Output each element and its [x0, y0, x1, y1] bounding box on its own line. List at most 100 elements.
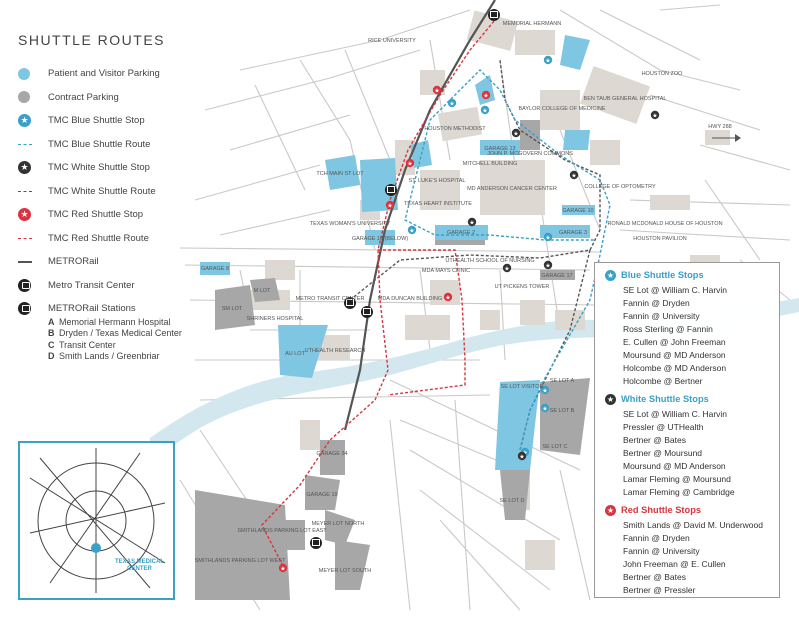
svg-text:★: ★ — [504, 266, 509, 273]
white-stops-heading: ★ White Shuttle Stops — [605, 392, 773, 406]
legend-item-rail-stations: METRORail Stations — [18, 297, 218, 321]
blue-stop-item: SE Lot @ William C. Harvin — [623, 285, 728, 295]
mda-duncan-label: MDA DUNCAN BUILDING — [378, 296, 442, 302]
white-stop-icon: ★ — [517, 451, 527, 461]
houston-zoo-label: HOUSTON ZOO — [642, 71, 684, 77]
rice-university-label: RICE UNIVERSITY — [368, 38, 416, 44]
svg-text:★: ★ — [469, 220, 474, 227]
blue-stop-item: Fannin @ Dryden — [623, 298, 690, 308]
svg-text:★: ★ — [280, 566, 285, 573]
blue-star-icon: ★ — [605, 269, 616, 281]
buildings — [250, 10, 730, 570]
visitor-parking — [200, 35, 595, 470]
white-stops-title: White Shuttle Stops — [621, 394, 709, 404]
red-stop-icon: ★ — [278, 563, 288, 573]
white-stops-group: ★ White Shuttle Stops SE Lot @ William C… — [605, 392, 773, 499]
white-stop-item: Lamar Fleming @ Moursund — [623, 474, 731, 484]
legend-label: TMC White Shuttle Stop — [48, 162, 150, 174]
legend-label: METRORail Stations — [48, 303, 136, 315]
blue-stop-icon: ★ — [540, 403, 550, 413]
svg-text:★: ★ — [545, 235, 550, 242]
svg-text:★: ★ — [519, 454, 524, 461]
red-stop-markers: ★ ★ ★ ★ ★ ★ — [278, 85, 491, 573]
garage-34-label: GARAGE 34 — [316, 451, 347, 457]
college-optometry-label: COLLEGE OF OPTOMETRY — [584, 184, 656, 190]
mda-mays-clinic-label: MDA MAYS CLINIC — [422, 268, 470, 274]
garage-13-label: GARAGE 13 — [484, 146, 515, 152]
blue-stop-item: Fannin @ University — [623, 311, 700, 321]
metrorail-station-icon — [488, 9, 500, 21]
legend-item-patient-parking: Patient and Visitor Parking — [18, 62, 218, 86]
garage-17-label: GARAGE 17 — [541, 273, 572, 279]
garage-8-label: GARAGE 8 — [201, 266, 229, 272]
ronald-mcdonald-label: RONALD MCDONALD HOUSE OF HOUSTON — [607, 221, 722, 227]
blue-stop-icon: ★ — [543, 55, 553, 65]
legend-item-blue-route: TMC Blue Shuttle Route — [18, 133, 218, 157]
blue-stop-item: E. Cullen @ John Freeman — [623, 337, 726, 347]
transit-center-icon — [18, 277, 38, 293]
svg-text:★: ★ — [434, 88, 439, 95]
garage-2-label: GARAGE 2 — [447, 230, 475, 236]
white-stop-item: Moursund @ MD Anderson — [623, 461, 726, 471]
contract-parking-swatch-icon — [18, 89, 38, 105]
shuttle-stops-panel: ★ Blue Shuttle Stops SE Lot @ William C.… — [594, 262, 780, 598]
inset-tmc-label: TEXAS MEDICAL CENTER — [114, 559, 164, 572]
svg-text:★: ★ — [445, 295, 450, 302]
legend-item-transit-center: Metro Transit Center — [18, 274, 218, 298]
svg-text:★: ★ — [545, 58, 550, 65]
contract-parking — [195, 120, 590, 600]
blue-stop-item: Holcombe @ Bertner — [623, 376, 703, 386]
md-anderson-label: MD ANDERSON CANCER CENTER — [467, 186, 557, 192]
white-stop-icon: ★ — [569, 170, 579, 180]
svg-text:★: ★ — [483, 93, 488, 100]
smithlands-west-label: SMITHLANDS PARKING LOT WEST — [195, 558, 287, 564]
garage-3-label: GARAGE 3 — [559, 230, 587, 236]
blue-dash-icon — [18, 136, 38, 152]
blue-stop-icon: ★ — [407, 225, 417, 235]
blue-route — [404, 69, 611, 451]
white-stop-icon: ★ — [467, 217, 477, 227]
ut-pickens-label: UT PICKENS TOWER — [495, 284, 550, 290]
legend-label: TMC Blue Shuttle Route — [48, 138, 151, 150]
legend: SHUTTLE ROUTES Patient and Visitor Parki… — [18, 32, 218, 363]
white-stop-icon: ★ — [502, 263, 512, 273]
legend-label: TMC Red Shuttle Stop — [48, 209, 144, 221]
red-star-icon: ★ — [18, 207, 38, 223]
texas-womans-label: TEXAS WOMAN'S UNIVERSITY — [310, 221, 391, 227]
white-stop-icon: ★ — [543, 260, 553, 270]
svg-text:★: ★ — [545, 263, 550, 270]
svg-text:★: ★ — [482, 108, 487, 115]
legend-item-white-route: TMC White Shuttle Route — [18, 180, 218, 204]
svg-text:★: ★ — [652, 113, 657, 120]
memorial-hermann-label: MEMORIAL HERMANN — [503, 21, 561, 27]
white-stop-icon: ★ — [650, 110, 660, 120]
legend-label: Patient and Visitor Parking — [48, 68, 160, 80]
blue-stop-icon: ★ — [540, 385, 550, 395]
legend-item-red-stop: ★ TMC Red Shuttle Stop — [18, 203, 218, 227]
legend-item-metrorail: METRORail — [18, 250, 218, 274]
white-dash-icon — [18, 183, 38, 199]
blue-stop-icon: ★ — [447, 98, 457, 108]
red-stop-item: Smith Lands @ David M. Underwood — [623, 520, 763, 530]
bentaub-label: BEN TAUB GENERAL HOSPITAL — [584, 96, 667, 102]
white-stop-markers: ★ ★ ★ ★ ★ ★ ★ — [467, 110, 660, 461]
red-stop-icon: ★ — [481, 90, 491, 100]
transit-markers — [310, 9, 500, 549]
uthealth-research-label: UTHEALTH RESEARCH — [305, 348, 366, 354]
svg-text:★: ★ — [542, 388, 547, 395]
white-stop-item: Bertner @ Moursund — [623, 448, 703, 458]
au-lot-label: AU LOT — [285, 351, 306, 357]
metro-transit-center-label: METRO TRANSIT CENTER — [296, 296, 365, 302]
metrorail-station-icon — [310, 537, 322, 549]
meyer-lot-north-label: MEYER LOT NORTH — [312, 521, 365, 527]
houston-methodist-label: HOUSTON METHODIST — [424, 126, 486, 132]
legend-label: TMC Red Shuttle Route — [48, 232, 149, 244]
blue-stop-icon: ★ — [543, 232, 553, 242]
